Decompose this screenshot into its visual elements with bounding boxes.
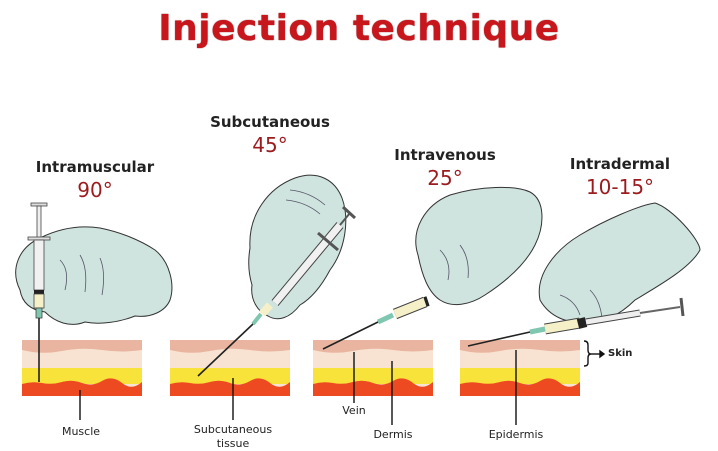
technique-intramuscular: Intramuscular 90° — [30, 158, 160, 202]
syringe-subcutaneous — [197, 205, 357, 377]
label-dermis: Dermis — [373, 428, 413, 441]
label-skin: Skin — [608, 348, 633, 359]
skin-block-intradermal — [460, 340, 580, 396]
hand-intradermal — [538, 202, 701, 324]
skin-bracket-icon — [583, 340, 606, 367]
technique-angle: 10-15° — [585, 175, 655, 199]
leader-lines — [79, 350, 517, 425]
technique-subcutaneous: Subcutaneous 45° — [205, 113, 335, 157]
page-title: Injection technique — [158, 8, 560, 49]
syringe-intravenous — [322, 296, 430, 350]
hand-subcutaneous — [248, 174, 347, 320]
technique-intravenous: Intravenous 25° — [380, 146, 510, 190]
syringe-intramuscular — [27, 202, 51, 382]
label-vein: Vein — [342, 404, 366, 417]
technique-name: Intravenous — [394, 146, 496, 164]
technique-angle: 90° — [77, 178, 113, 202]
skin-block-subcutaneous — [170, 340, 290, 396]
label-subcutaneous-line2: tissue — [216, 437, 250, 450]
technique-name: Subcutaneous — [210, 113, 330, 131]
technique-name: Intradermal — [569, 155, 671, 173]
label-subcutaneous-line1: Subcutaneous — [193, 423, 273, 436]
skin-block-intramuscular — [22, 340, 142, 396]
technique-angle: 25° — [427, 166, 463, 190]
hand-intravenous — [415, 186, 543, 306]
label-muscle: Muscle — [61, 425, 101, 438]
technique-name: Intramuscular — [35, 158, 155, 176]
label-epidermis: Epidermis — [488, 428, 544, 441]
syringe-intradermal — [467, 297, 685, 347]
technique-angle: 45° — [252, 133, 288, 157]
hand-intramuscular — [15, 226, 173, 325]
skin-block-intravenous — [313, 340, 433, 396]
technique-intradermal: Intradermal 10-15° — [555, 155, 685, 199]
